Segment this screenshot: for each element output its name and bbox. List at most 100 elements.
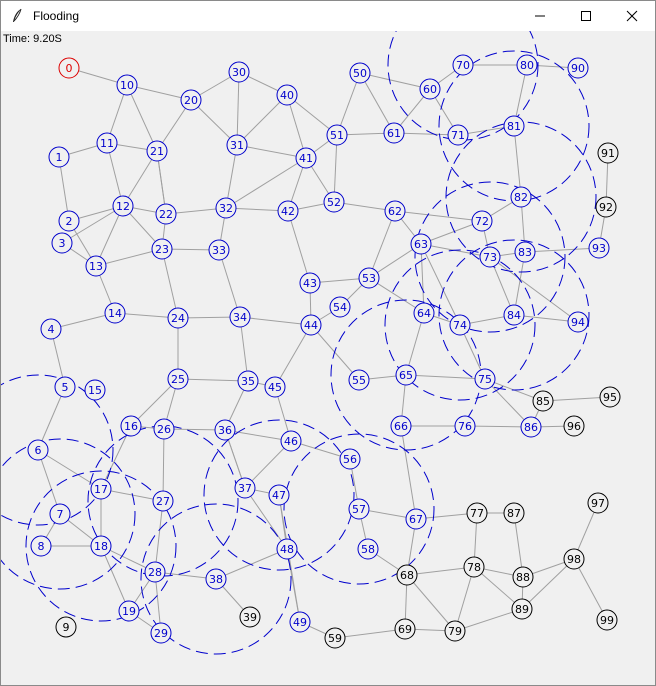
node-57[interactable]: 57 (348, 498, 370, 520)
node-4[interactable]: 4 (40, 318, 62, 340)
node-94[interactable]: 94 (567, 311, 589, 333)
node-98[interactable]: 98 (563, 548, 585, 570)
node-67[interactable]: 67 (405, 508, 427, 530)
node-1[interactable]: 1 (48, 146, 70, 168)
node-56[interactable]: 56 (339, 448, 361, 470)
node-84[interactable]: 84 (503, 304, 525, 326)
node-44[interactable]: 44 (300, 314, 322, 336)
node-72[interactable]: 72 (471, 210, 493, 232)
node-33[interactable]: 33 (208, 239, 230, 261)
node-52[interactable]: 52 (323, 191, 345, 213)
node-32[interactable]: 32 (215, 197, 237, 219)
node-76[interactable]: 76 (454, 415, 476, 437)
node-59[interactable]: 59 (324, 627, 346, 649)
node-13[interactable]: 13 (85, 255, 107, 277)
node-30[interactable]: 30 (228, 61, 250, 83)
node-60[interactable]: 60 (419, 78, 441, 100)
node-88[interactable]: 88 (512, 566, 534, 588)
node-43[interactable]: 43 (299, 272, 321, 294)
node-50[interactable]: 50 (349, 62, 371, 84)
node-8[interactable]: 8 (30, 535, 52, 557)
node-82[interactable]: 82 (510, 186, 532, 208)
node-58[interactable]: 58 (357, 538, 379, 560)
node-46[interactable]: 46 (280, 430, 302, 452)
node-7[interactable]: 7 (49, 503, 71, 525)
node-70[interactable]: 70 (452, 54, 474, 76)
node-23[interactable]: 23 (151, 238, 173, 260)
node-31[interactable]: 31 (226, 134, 248, 156)
node-47[interactable]: 47 (268, 484, 290, 506)
node-27[interactable]: 27 (152, 490, 174, 512)
node-75[interactable]: 75 (474, 368, 496, 390)
node-97[interactable]: 97 (587, 492, 609, 514)
node-6[interactable]: 6 (27, 439, 49, 461)
node-42[interactable]: 42 (277, 200, 299, 222)
node-63[interactable]: 63 (410, 233, 432, 255)
node-15[interactable]: 15 (84, 379, 106, 401)
node-16[interactable]: 16 (120, 415, 142, 437)
network-canvas[interactable]: 0123456789101112131415161718192021222324… (1, 31, 655, 686)
node-39[interactable]: 39 (239, 606, 261, 628)
node-96[interactable]: 96 (563, 415, 585, 437)
node-48[interactable]: 48 (276, 538, 298, 560)
node-92[interactable]: 92 (595, 196, 617, 218)
node-71[interactable]: 71 (447, 124, 469, 146)
node-5[interactable]: 5 (54, 376, 76, 398)
node-26[interactable]: 26 (153, 418, 175, 440)
node-83[interactable]: 83 (514, 241, 536, 263)
node-87[interactable]: 87 (503, 502, 525, 524)
node-22[interactable]: 22 (155, 203, 177, 225)
node-66[interactable]: 66 (390, 415, 412, 437)
node-51[interactable]: 51 (326, 124, 348, 146)
node-77[interactable]: 77 (466, 502, 488, 524)
node-80[interactable]: 80 (516, 54, 538, 76)
title-bar[interactable]: Flooding (1, 1, 655, 31)
node-81[interactable]: 81 (503, 115, 525, 137)
node-38[interactable]: 38 (205, 568, 227, 590)
node-90[interactable]: 90 (567, 57, 589, 79)
node-11[interactable]: 11 (96, 132, 118, 154)
node-61[interactable]: 61 (383, 122, 405, 144)
node-74[interactable]: 74 (449, 314, 471, 336)
node-10[interactable]: 10 (116, 74, 138, 96)
node-73[interactable]: 73 (479, 246, 501, 268)
node-91[interactable]: 91 (597, 142, 619, 164)
node-36[interactable]: 36 (214, 419, 236, 441)
node-24[interactable]: 24 (167, 307, 189, 329)
node-99[interactable]: 99 (596, 609, 618, 631)
node-18[interactable]: 18 (90, 535, 112, 557)
node-95[interactable]: 95 (599, 386, 621, 408)
node-54[interactable]: 54 (329, 296, 351, 318)
minimize-button[interactable] (517, 1, 563, 31)
node-9[interactable]: 9 (55, 616, 77, 638)
node-34[interactable]: 34 (229, 306, 251, 328)
node-62[interactable]: 62 (384, 200, 406, 222)
node-79[interactable]: 79 (444, 620, 466, 642)
node-28[interactable]: 28 (144, 561, 166, 583)
node-2[interactable]: 2 (58, 210, 80, 232)
node-93[interactable]: 93 (588, 237, 610, 259)
node-14[interactable]: 14 (104, 302, 126, 324)
node-25[interactable]: 25 (167, 368, 189, 390)
maximize-button[interactable] (563, 1, 609, 31)
node-49[interactable]: 49 (289, 611, 311, 633)
node-86[interactable]: 86 (520, 416, 542, 438)
node-41[interactable]: 41 (295, 147, 317, 169)
node-35[interactable]: 35 (237, 370, 259, 392)
node-21[interactable]: 21 (146, 140, 168, 162)
close-button[interactable] (609, 1, 655, 31)
node-68[interactable]: 68 (396, 564, 418, 586)
node-3[interactable]: 3 (51, 232, 73, 254)
node-89[interactable]: 89 (511, 598, 533, 620)
node-65[interactable]: 65 (395, 364, 417, 386)
node-69[interactable]: 69 (394, 618, 416, 640)
node-53[interactable]: 53 (358, 267, 380, 289)
node-37[interactable]: 37 (234, 477, 256, 499)
node-19[interactable]: 19 (118, 600, 140, 622)
node-29[interactable]: 29 (150, 622, 172, 644)
node-64[interactable]: 64 (413, 302, 435, 324)
node-85[interactable]: 85 (532, 390, 554, 412)
node-17[interactable]: 17 (90, 478, 112, 500)
node-55[interactable]: 55 (348, 369, 370, 391)
node-0[interactable]: 0 (58, 57, 80, 79)
